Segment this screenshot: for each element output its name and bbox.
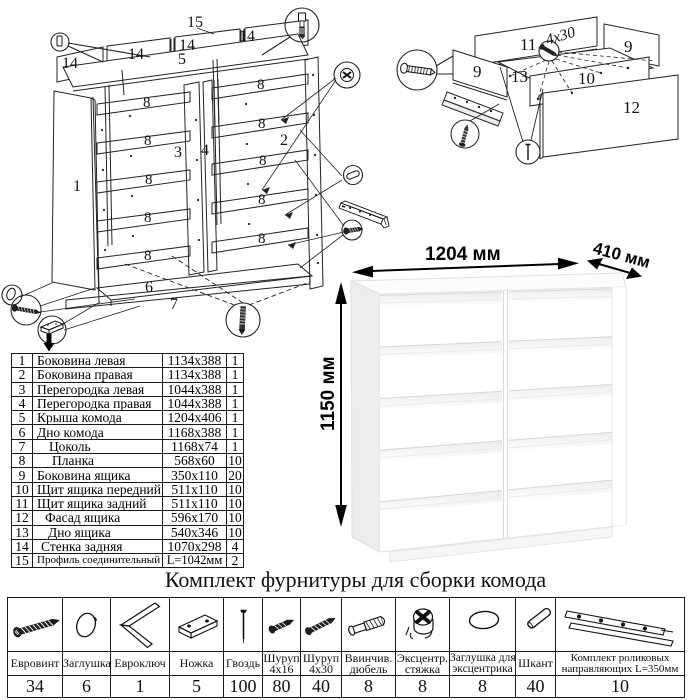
svg-text:12: 12	[623, 98, 640, 117]
svg-text:6: 6	[145, 279, 153, 296]
svg-text:11: 11	[520, 35, 536, 54]
svg-text:14: 14	[179, 37, 195, 54]
svg-text:1150 мм: 1150 мм	[318, 356, 339, 431]
svg-text:410 мм: 410 мм	[591, 239, 652, 272]
svg-text:8: 8	[257, 77, 265, 93]
svg-text:8: 8	[144, 133, 152, 149]
svg-text:14: 14	[239, 28, 255, 45]
svg-text:8: 8	[143, 95, 151, 111]
svg-text:14: 14	[62, 55, 78, 72]
svg-text:8: 8	[258, 116, 266, 132]
svg-text:8: 8	[144, 210, 152, 226]
svg-text:1204 мм: 1204 мм	[425, 244, 501, 265]
svg-text:13: 13	[511, 67, 528, 86]
svg-text:8: 8	[144, 248, 152, 264]
svg-text:9: 9	[624, 37, 633, 56]
svg-text:9: 9	[473, 62, 482, 81]
svg-text:8: 8	[258, 231, 266, 247]
svg-text:10: 10	[578, 69, 595, 88]
svg-text:8: 8	[145, 172, 153, 188]
svg-text:5: 5	[178, 51, 186, 68]
svg-text:3: 3	[174, 144, 182, 161]
svg-text:4: 4	[201, 142, 209, 159]
svg-text:15: 15	[187, 14, 203, 31]
svg-text:8: 8	[258, 192, 266, 208]
svg-text:14: 14	[128, 46, 144, 63]
svg-text:1: 1	[73, 178, 81, 195]
svg-text:7: 7	[170, 296, 178, 313]
svg-text:8: 8	[259, 153, 267, 169]
svg-text:2: 2	[280, 132, 288, 149]
